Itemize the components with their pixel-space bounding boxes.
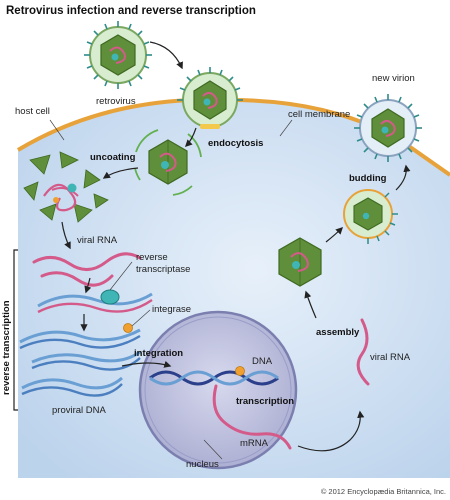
label-proviral-dna: proviral DNA — [52, 405, 107, 416]
nucleus — [138, 310, 298, 470]
viral-rna-right-strand — [356, 318, 370, 386]
label-mrna: mRNA — [240, 438, 269, 449]
integrase-in-nucleus — [235, 366, 245, 376]
label-reverse-transcription: reverse transcription — [1, 300, 12, 395]
capsid-assembly — [278, 237, 322, 287]
leader-reverse-transcriptase — [109, 261, 133, 291]
label-integrase: integrase — [152, 304, 191, 315]
diagram-title: Retrovirus infection and reverse transcr… — [6, 5, 256, 17]
label-nucleus: nucleus — [186, 459, 219, 470]
label-cell-membrane: cell membrane — [288, 109, 350, 120]
arrow-mrna-to-viral-rna — [297, 410, 365, 452]
rna-dna-hybrid — [37, 292, 153, 314]
label-retrovirus: retrovirus — [96, 96, 136, 107]
label-dna: DNA — [252, 356, 273, 367]
capsid-endocytosis — [134, 129, 202, 196]
viral-rna-strand-2 — [40, 271, 114, 287]
host-cell — [18, 99, 450, 479]
label-reverse-transcriptase-1: reverse — [136, 252, 168, 263]
reverse-transcription-bracket — [13, 249, 18, 411]
proviral-dna — [21, 376, 123, 397]
label-endocytosis: endocytosis — [208, 138, 263, 149]
label-assembly: assembly — [316, 327, 360, 338]
label-integration: integration — [134, 348, 183, 359]
label-host-cell: host cell — [15, 106, 50, 117]
label-uncoating: uncoating — [90, 152, 136, 163]
mrna-strand — [212, 384, 292, 450]
arrow-uncoating — [102, 167, 139, 179]
credit-line: © 2012 Encyclopædia Britannica, Inc. — [321, 487, 446, 496]
arrow-to-hybrid — [84, 277, 92, 294]
host-dna-helix — [149, 370, 279, 386]
arrow-to-viral-rna — [61, 221, 71, 250]
label-viral-rna-right: viral RNA — [370, 352, 411, 363]
integrase-enzyme — [123, 323, 133, 333]
virion-budding — [343, 189, 398, 244]
nucleus-inner-membrane — [144, 316, 292, 464]
dsdna-strands — [19, 328, 141, 371]
leader-cell-membrane — [279, 119, 293, 137]
virion-retrovirus — [84, 21, 152, 89]
virion-new — [354, 94, 422, 162]
arrow-assembly — [304, 290, 317, 319]
arrow-attach — [149, 41, 183, 70]
uncoating-fragments — [23, 151, 109, 223]
label-transcription: transcription — [236, 396, 294, 407]
viral-rna-strand-1 — [32, 252, 142, 271]
arrow-to-budding — [325, 226, 344, 243]
receptor-contact — [200, 124, 220, 129]
label-new-virion: new virion — [372, 73, 415, 84]
label-budding: budding — [349, 173, 387, 184]
arrow-budding-release — [395, 164, 411, 191]
arrow-endocytosis — [184, 127, 197, 148]
reverse-transcriptase-enzyme — [100, 289, 120, 305]
label-reverse-transcriptase-2: transcriptase — [136, 264, 190, 275]
leader-integrase — [131, 309, 151, 327]
leader-nucleus — [203, 439, 223, 460]
label-viral-rna-top: viral RNA — [77, 235, 118, 246]
leader-host-cell — [49, 119, 65, 141]
arrow-integration — [121, 360, 172, 368]
